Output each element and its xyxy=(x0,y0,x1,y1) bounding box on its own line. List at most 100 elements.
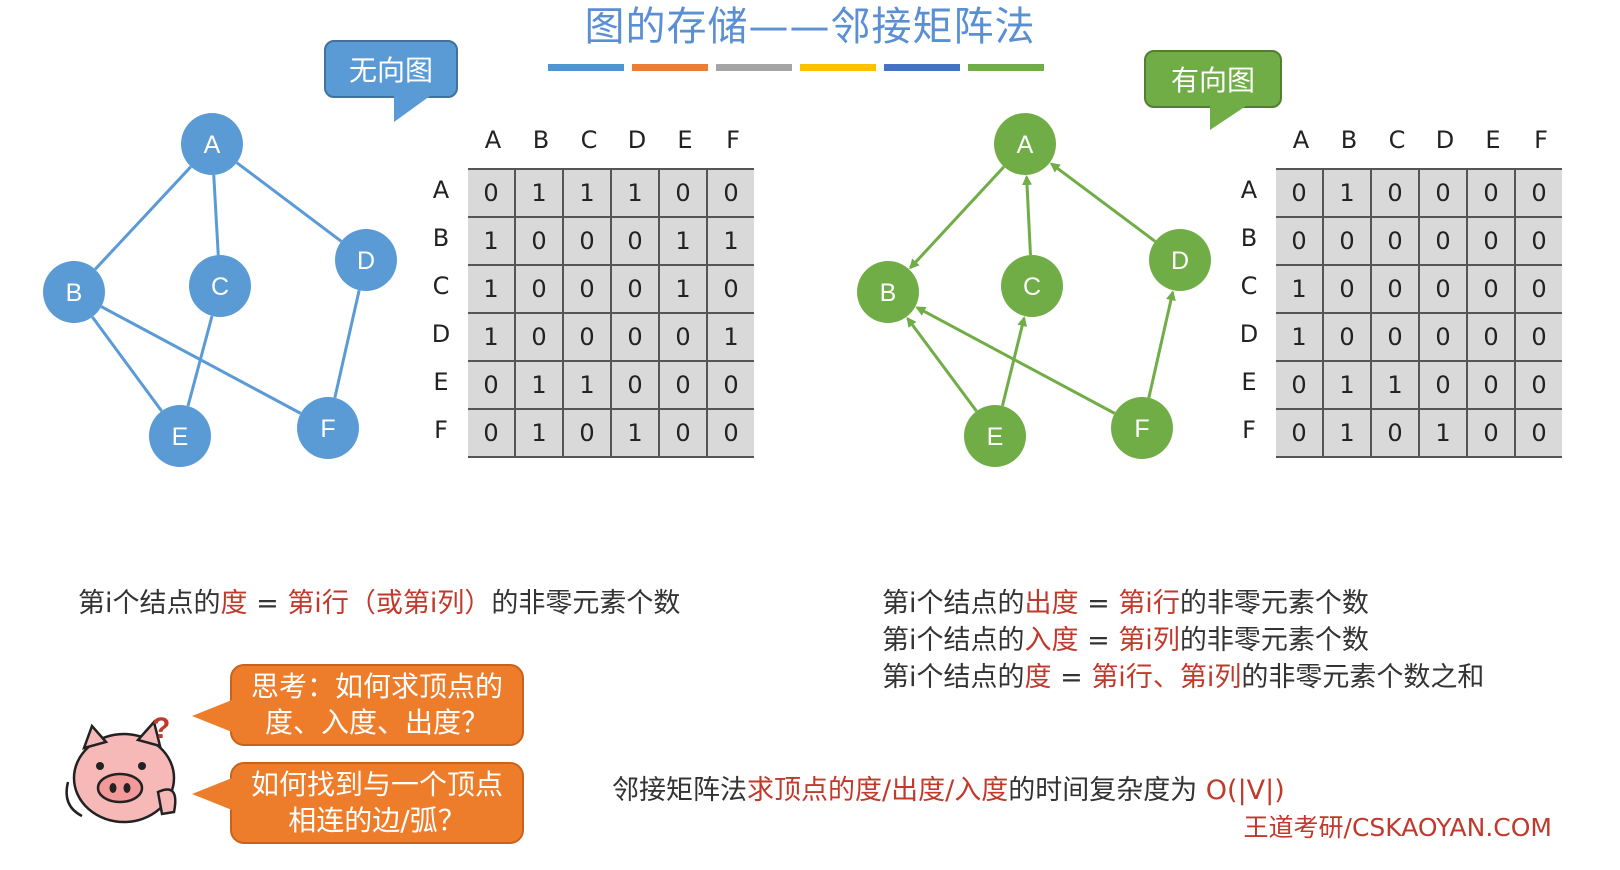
vertex-label-A: A xyxy=(204,131,221,159)
vertex-A xyxy=(181,113,243,175)
vertex-F xyxy=(1111,397,1173,459)
matrix-cell: 0 xyxy=(658,361,707,410)
matrix-cell: 1 xyxy=(610,168,659,218)
complexity-text: 的时间复杂度为 xyxy=(1008,775,1206,806)
footer-brand: 王道考研/CSKAOYAN.COM xyxy=(1243,813,1552,842)
matrix-cell: 0 xyxy=(468,409,515,458)
vertex-label-F: F xyxy=(320,415,335,443)
matrix-cell: 0 xyxy=(1466,313,1515,362)
directed-in-degree-formula: 第i个结点的入度 = 第i列的非零元素个数 xyxy=(882,622,1484,659)
vertex-C xyxy=(1001,255,1063,317)
formula-text: 的非零元素个数 xyxy=(1179,588,1369,619)
matrix-cell: 0 xyxy=(658,313,707,362)
formula-highlight: 第i行 xyxy=(1118,588,1180,619)
matrix-column-header: E xyxy=(677,126,693,154)
undirected-label: 无向图 xyxy=(324,40,458,98)
matrix-column-header: F xyxy=(726,126,740,154)
title-color-bars xyxy=(548,64,1044,71)
formula-highlight: 第i行（或第i列） xyxy=(287,588,492,619)
matrix-cell: 1 xyxy=(1276,265,1323,314)
thinking-bubble-edges: 如何找到与一个顶点相连的边/弧？ xyxy=(230,762,524,844)
title-bar xyxy=(968,64,1044,71)
matrix-cell: 1 xyxy=(562,361,611,410)
matrix-row-header: C xyxy=(432,272,450,300)
complexity-statement: 邻接矩阵法求顶点的度/出度/入度的时间复杂度为 O(|V|) xyxy=(612,772,1285,809)
matrix-cell: 0 xyxy=(1418,361,1467,410)
matrix-cell: 0 xyxy=(1418,265,1467,314)
edge-C-E xyxy=(186,315,214,407)
matrix-cell: 0 xyxy=(658,168,707,218)
title-bar xyxy=(800,64,876,71)
matrix-cell: 0 xyxy=(1276,409,1323,458)
formula-highlight: 第i列 xyxy=(1118,625,1180,656)
matrix-cell: 0 xyxy=(1276,217,1323,266)
formula-text: 的非零元素个数 xyxy=(491,588,681,619)
matrix-cell: 1 xyxy=(1322,168,1371,218)
matrix-cell: 0 xyxy=(1466,265,1515,314)
matrix-row-header: D xyxy=(1239,320,1259,348)
question-mark: ? xyxy=(152,712,170,745)
matrix-cell: 0 xyxy=(706,168,754,218)
matrix-cell: 0 xyxy=(1514,217,1562,266)
undirected-degree-formula: 第i个结点的度 = 第i行（或第i列）的非零元素个数 xyxy=(78,585,680,622)
matrix-cell: 0 xyxy=(562,265,611,314)
matrix-cell: 1 xyxy=(514,361,563,410)
matrix-cell: 0 xyxy=(1370,265,1419,314)
formula-highlight: 第i行、第i列 xyxy=(1091,662,1242,693)
arc-E-B xyxy=(906,316,978,413)
matrix-cell: 0 xyxy=(1514,313,1562,362)
vertex-label-B: B xyxy=(880,279,897,307)
matrix-row-header: A xyxy=(1240,176,1258,204)
title-bar xyxy=(548,64,624,71)
matrix-column-header: D xyxy=(627,126,647,154)
matrix-cell: 0 xyxy=(658,409,707,458)
vertex-B xyxy=(43,261,105,323)
matrix-cell: 1 xyxy=(562,168,611,218)
matrix-cell: 0 xyxy=(1370,409,1419,458)
matrix-column-header: B xyxy=(532,126,550,154)
matrix-cell: 1 xyxy=(468,217,515,266)
title-bar xyxy=(884,64,960,71)
matrix-cell: 1 xyxy=(706,217,754,266)
vertex-label-E: E xyxy=(987,423,1004,451)
matrix-column-header: D xyxy=(1435,126,1455,154)
arc-C-A xyxy=(1022,174,1033,256)
matrix-cell: 0 xyxy=(610,313,659,362)
formula-text: 的非零元素个数 xyxy=(1179,625,1369,656)
matrix-cell: 1 xyxy=(1322,361,1371,410)
matrix-cell: 0 xyxy=(1276,168,1323,218)
matrix-column-header: B xyxy=(1340,126,1358,154)
matrix-cell: 1 xyxy=(658,217,707,266)
directed-total-degree-formula: 第i个结点的度 = 第i行、第i列的非零元素个数之和 xyxy=(882,659,1484,696)
matrix-row-header: B xyxy=(432,224,450,252)
matrix-row-header: E xyxy=(433,368,449,396)
matrix-cell: 1 xyxy=(706,313,754,362)
callout-tail xyxy=(394,96,430,122)
matrix-cell: 0 xyxy=(514,217,563,266)
bubble-tail xyxy=(192,778,232,810)
edge-D-F xyxy=(333,289,361,399)
matrix-column-header: E xyxy=(1485,126,1501,154)
matrix-cell: 0 xyxy=(1418,168,1467,218)
matrix-cell: 0 xyxy=(1466,409,1515,458)
thinking-bubble-degree: 思考：如何求顶点的度、入度、出度？ xyxy=(230,664,524,746)
formula-text: = xyxy=(1051,662,1092,693)
matrix-row-header: C xyxy=(1240,272,1258,300)
matrix-column-header: A xyxy=(1292,126,1310,154)
matrix-cell: 0 xyxy=(514,265,563,314)
matrix-cell: 1 xyxy=(468,313,515,362)
matrix-row-header: B xyxy=(1240,224,1258,252)
title-bar xyxy=(716,64,792,71)
formula-text: 第i个结点的 xyxy=(882,588,1025,619)
matrix-column-header: C xyxy=(580,126,598,154)
vertex-label-D: D xyxy=(1171,247,1189,275)
matrix-column-header: C xyxy=(1388,126,1406,154)
matrix-cell: 1 xyxy=(514,168,563,218)
formula-text: 的非零元素个数之和 xyxy=(1241,662,1485,693)
matrix-cell: 0 xyxy=(1370,313,1419,362)
